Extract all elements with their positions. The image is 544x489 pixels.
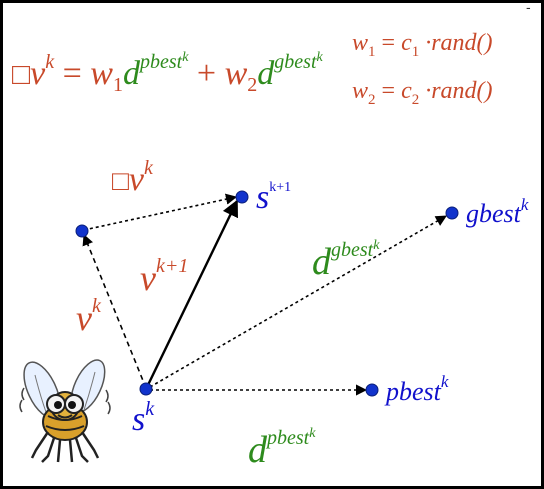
formula-d2: d bbox=[257, 55, 275, 92]
label-v-k-sup: k bbox=[92, 295, 102, 317]
arrow-v-k bbox=[82, 233, 147, 389]
formula-d2-supsup: k bbox=[317, 50, 324, 65]
velocity-update-formula: □vk = w1dpbestk + w2dgbestk bbox=[12, 50, 324, 96]
w2-sub: 2 bbox=[368, 92, 376, 108]
label-v-k: vk bbox=[76, 295, 102, 338]
label-s-next: sk+1 bbox=[256, 179, 291, 216]
label-pbest-text: pbest bbox=[384, 377, 442, 406]
formula-w1-sub: 1 bbox=[113, 74, 123, 96]
label-s-next-s: s bbox=[256, 179, 269, 216]
label-d-gbest-d: d bbox=[312, 241, 332, 283]
point-intermediate bbox=[75, 224, 89, 238]
arrow-v-next bbox=[146, 199, 239, 386]
label-pbest-sup: k bbox=[441, 372, 449, 391]
label-pbest: pbestk bbox=[384, 372, 449, 406]
label-v-next-v: v bbox=[140, 258, 156, 298]
label-delta-v-sup: k bbox=[144, 157, 154, 179]
label-delta-v: □vk bbox=[112, 157, 154, 198]
label-d-gbest-sup: gbest bbox=[331, 239, 374, 261]
label-s-k-sup: k bbox=[145, 398, 155, 420]
formula-d1-supsup: k bbox=[182, 50, 189, 65]
w1-sub: 1 bbox=[368, 44, 376, 60]
label-gbest-text: gbest bbox=[466, 199, 522, 228]
formula-v-sup: k bbox=[45, 51, 55, 73]
w1-eq: = bbox=[376, 30, 402, 56]
fly-illustration bbox=[19, 359, 111, 463]
label-s-k-s: s bbox=[132, 401, 145, 438]
w2-eq: = bbox=[376, 78, 402, 104]
label-gbest: gbestk bbox=[466, 195, 529, 228]
label-d-pbest-d: d bbox=[248, 429, 268, 471]
svg-text:w1 = c1 ·rand(): w1 = c1 ·rand() bbox=[352, 30, 493, 60]
corner-mark: - bbox=[526, 0, 531, 15]
point-gbest bbox=[445, 206, 459, 220]
formula-v: v bbox=[30, 55, 46, 92]
label-delta-v-v: v bbox=[129, 161, 145, 198]
formula-d2-sup: gbest bbox=[274, 51, 317, 73]
formula-eq: = bbox=[54, 55, 90, 92]
svg-text:□vk = w1dpbestk + w2dgbestk: □vk = w1dpbestk + w2dgbestk bbox=[12, 50, 324, 96]
c1-sub: 1 bbox=[412, 44, 420, 60]
point-pbest bbox=[365, 383, 379, 397]
w1-rand: ·rand() bbox=[419, 30, 492, 56]
c2-label: c bbox=[401, 78, 412, 104]
label-s-k: sk bbox=[132, 398, 155, 438]
weights-formula: w1 = c1 ·rand() w2 = c2 ·rand() bbox=[352, 30, 493, 108]
label-v-k-v: v bbox=[76, 298, 92, 338]
label-d-gbest-supsup: k bbox=[373, 238, 380, 253]
arrow-d-gbest bbox=[149, 215, 447, 388]
points bbox=[75, 190, 459, 397]
label-d-pbest-sup: pbest bbox=[265, 427, 310, 449]
point-s-next bbox=[235, 190, 249, 204]
label-s-next-sup: k+1 bbox=[269, 180, 291, 195]
formula-w2: w bbox=[225, 55, 248, 92]
label-d-gbest: dgbestk bbox=[312, 238, 380, 283]
c1-label: c bbox=[401, 30, 412, 56]
arrows bbox=[82, 193, 447, 396]
c2-sub: 2 bbox=[412, 92, 420, 108]
w2-rand: ·rand() bbox=[419, 78, 492, 104]
svg-text:w2 = c2 ·rand(): w2 = c2 ·rand() bbox=[352, 78, 493, 108]
w2-label: w bbox=[352, 78, 368, 104]
label-v-next-sup: k+1 bbox=[156, 255, 188, 277]
formula-w1: w bbox=[90, 55, 113, 92]
formula-d1-sup: pbest bbox=[138, 51, 183, 73]
point-s-k bbox=[139, 382, 153, 396]
label-d-pbest-supsup: k bbox=[309, 426, 316, 441]
label-v-next: vk+1 bbox=[140, 255, 188, 298]
delta-glyph: □ bbox=[12, 58, 31, 91]
w1-label: w bbox=[352, 30, 368, 56]
label-delta-v-glyph: □ bbox=[112, 166, 129, 197]
formula-plus: + bbox=[188, 55, 224, 92]
arrow-delta-v bbox=[83, 193, 238, 231]
label-d-pbest: dpbestk bbox=[248, 426, 316, 471]
label-gbest-sup: k bbox=[521, 195, 529, 214]
formula-d1: d bbox=[123, 55, 141, 92]
formula-w2-sub: 2 bbox=[247, 74, 257, 96]
